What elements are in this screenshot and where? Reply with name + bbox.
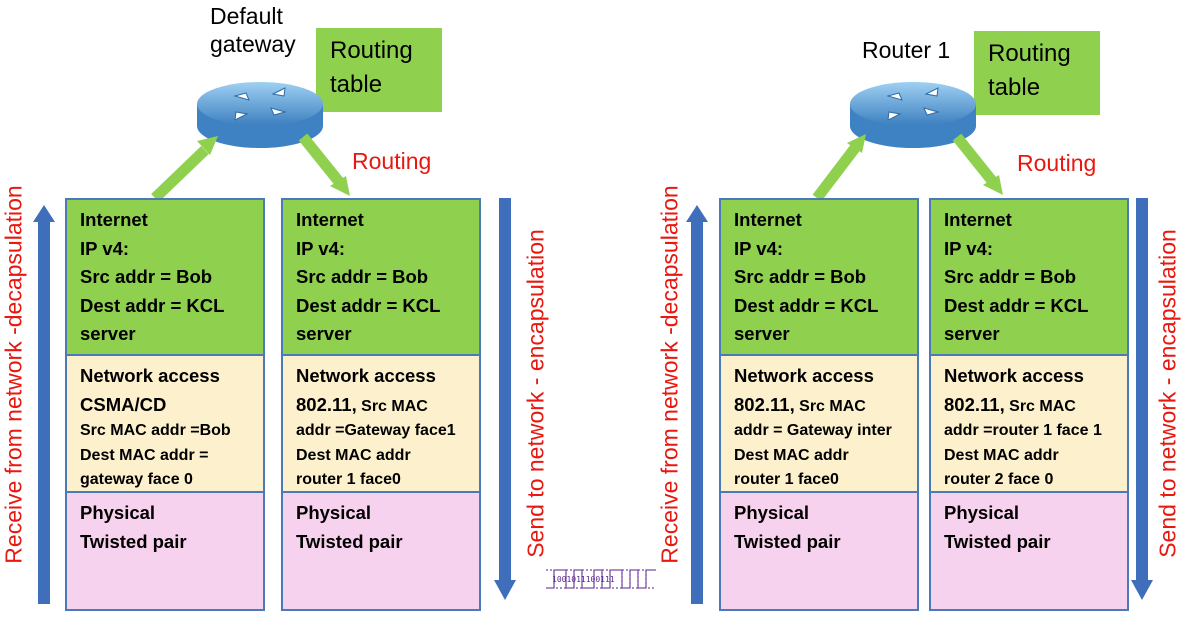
receive-label-right: Receive from network -decapsulation	[656, 185, 683, 564]
dest-addr-cont: server	[296, 323, 352, 344]
dest-addr: Dest addr = KCL	[296, 294, 441, 316]
network-access-layer: Network access 802.11, Src MAC addr = Ga…	[721, 356, 917, 493]
physical-title: Physical	[734, 502, 810, 523]
physical-layer: Physical Twisted pair	[67, 493, 263, 609]
network-access-title: Network access	[944, 365, 1084, 386]
dest-mac: Dest MAC addr	[944, 446, 1059, 464]
src-addr: Src addr = Bob	[80, 266, 213, 287]
physical-layer: Physical Twisted pair	[721, 493, 917, 609]
protocol-stack-3: Internet IP v4: Src addr = Bob Dest addr…	[719, 198, 919, 611]
internet-title: Internet	[734, 209, 802, 230]
src-mac: Src MAC addr =Bob	[80, 422, 231, 439]
network-access-layer: Network access 802.11, Src MAC addr =rou…	[931, 356, 1127, 493]
send-label-left: Send to network - encapsulation	[522, 229, 549, 558]
ip-version: IP v4:	[734, 237, 784, 259]
ip-version: IP v4:	[296, 237, 346, 259]
dest-addr-cont: server	[944, 323, 1000, 344]
physical-medium: Twisted pair	[944, 530, 1051, 552]
dest-addr-cont: server	[80, 323, 136, 344]
blue-down-arrow-right	[1131, 198, 1153, 600]
dest-mac: Dest MAC addr =	[80, 446, 209, 464]
router-icon-left	[197, 82, 323, 148]
physical-title: Physical	[296, 502, 372, 523]
dest-addr: Dest addr = KCL	[734, 294, 879, 316]
signal-waveform: 1001011100111	[546, 569, 656, 589]
src-mac: addr =router 1 face 1	[944, 422, 1102, 439]
physical-title: Physical	[80, 502, 156, 523]
network-access-protocol: 802.11, Src MAC	[734, 393, 866, 415]
dest-mac-cont: router 1 face0	[296, 471, 401, 488]
send-label-right: Send to network - encapsulation	[1154, 229, 1181, 558]
dest-mac-cont: router 2 face 0	[944, 471, 1054, 488]
routing-label-right: Routing	[1017, 150, 1097, 176]
ip-version: IP v4:	[944, 237, 994, 259]
physical-layer: Physical Twisted pair	[283, 493, 479, 609]
blue-up-arrow-left	[33, 205, 55, 604]
internet-title: Internet	[296, 209, 364, 230]
router-1-label: Router 1	[862, 37, 951, 63]
router-icon-right	[850, 82, 976, 148]
network-access-protocol: 802.11, Src MAC	[296, 393, 428, 415]
physical-medium: Twisted pair	[296, 530, 403, 552]
protocol-stack-1: Internet IP v4: Src addr = Bob Dest addr…	[65, 198, 265, 611]
network-access-protocol: 802.11, Src MAC	[944, 393, 1076, 415]
dest-mac-cont: gateway face 0	[80, 471, 193, 488]
src-mac: addr =Gateway face1	[296, 422, 456, 439]
internet-layer: Internet IP v4: Src addr = Bob Dest addr…	[721, 200, 917, 356]
network-access-title: Network access	[296, 365, 436, 386]
blue-up-arrow-right	[686, 205, 708, 604]
ip-version: IP v4:	[80, 237, 130, 259]
src-addr: Src addr = Bob	[296, 266, 429, 287]
src-addr: Src addr = Bob	[734, 266, 867, 287]
blue-down-arrow-left	[494, 198, 516, 600]
protocol-stack-2: Internet IP v4: Src addr = Bob Dest addr…	[281, 198, 481, 611]
routing-label-left: Routing	[352, 148, 432, 174]
protocol-stack-4: Internet IP v4: Src addr = Bob Dest addr…	[929, 198, 1129, 611]
src-mac: addr = Gateway inter	[734, 422, 892, 439]
internet-title: Internet	[944, 209, 1012, 230]
dest-addr: Dest addr = KCL	[944, 294, 1089, 316]
default-gateway-label: Default gateway	[210, 3, 296, 57]
physical-medium: Twisted pair	[80, 530, 187, 552]
down-arrow-left	[298, 133, 350, 196]
internet-layer: Internet IP v4: Src addr = Bob Dest addr…	[67, 200, 263, 356]
internet-layer: Internet IP v4: Src addr = Bob Dest addr…	[931, 200, 1127, 356]
physical-medium: Twisted pair	[734, 530, 841, 552]
receive-label-left: Receive from network -decapsulation	[0, 185, 27, 564]
physical-layer: Physical Twisted pair	[931, 493, 1127, 609]
up-arrow-right	[812, 134, 866, 202]
dest-mac-cont: router 1 face0	[734, 471, 839, 488]
dest-addr: Dest addr = KCL	[80, 294, 225, 316]
dest-addr-cont: server	[734, 323, 790, 344]
internet-layer: Internet IP v4: Src addr = Bob Dest addr…	[283, 200, 479, 356]
signal-bits: 1001011100111	[552, 575, 615, 584]
network-access-title: Network access	[734, 365, 874, 386]
dest-mac: Dest MAC addr	[734, 446, 849, 464]
network-access-layer: Network access 802.11, Src MAC addr =Gat…	[283, 356, 479, 493]
down-arrow-right	[952, 133, 1003, 195]
internet-title: Internet	[80, 209, 148, 230]
network-access-layer: Network access CSMA/CD Src MAC addr =Bob…	[67, 356, 263, 493]
physical-title: Physical	[944, 502, 1020, 523]
network-access-title: Network access	[80, 365, 220, 386]
up-arrow-left	[151, 136, 218, 202]
routing-table-box-right: Routing table	[974, 31, 1100, 115]
network-access-protocol: CSMA/CD	[80, 393, 167, 415]
dest-mac: Dest MAC addr	[296, 446, 411, 464]
routing-table-box-left: Routing table	[316, 28, 442, 112]
src-addr: Src addr = Bob	[944, 266, 1077, 287]
